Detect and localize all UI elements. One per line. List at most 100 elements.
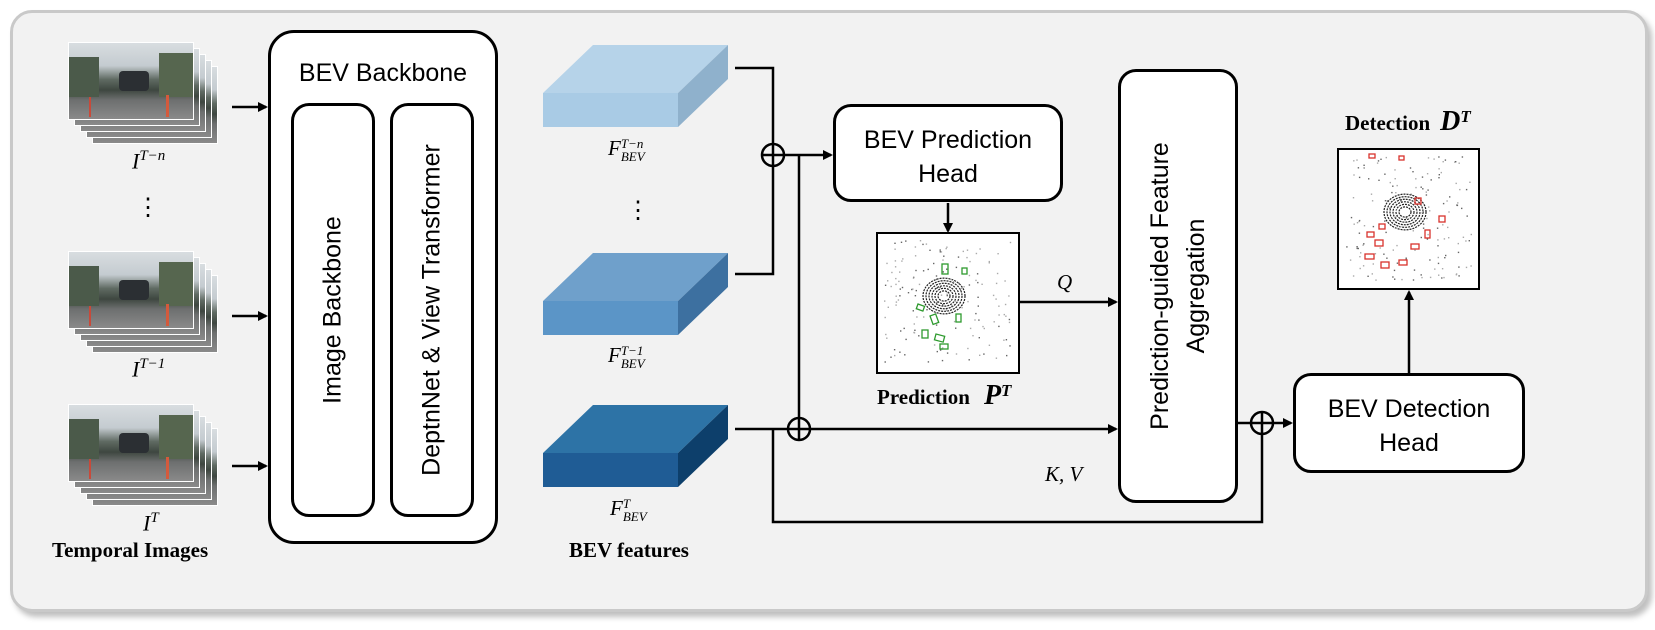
prediction-bev-map bbox=[876, 232, 1020, 374]
lidar-point bbox=[975, 252, 978, 255]
lidar-point bbox=[1386, 257, 1388, 259]
object-box bbox=[933, 333, 946, 343]
block-side-face bbox=[678, 45, 728, 127]
lidar-point bbox=[1389, 207, 1391, 209]
lidar-point bbox=[1442, 224, 1444, 226]
lidar-point bbox=[1455, 274, 1458, 276]
lidar-point bbox=[939, 251, 941, 253]
lidar-point bbox=[1008, 295, 1010, 297]
lidar-point bbox=[1004, 280, 1006, 282]
lidar-point bbox=[936, 350, 938, 353]
lidar-point bbox=[1392, 276, 1394, 278]
lidar-point bbox=[946, 292, 948, 294]
lidar-point bbox=[967, 300, 969, 303]
lidar-point bbox=[1362, 265, 1365, 267]
lidar-point bbox=[1003, 313, 1005, 316]
lidar-point bbox=[942, 271, 944, 273]
lidar-point bbox=[894, 266, 897, 268]
bev-feature-block bbox=[543, 405, 728, 487]
lidar-point bbox=[886, 262, 888, 265]
lidar-point bbox=[988, 260, 990, 263]
lidar-point bbox=[894, 242, 896, 244]
lidar-point bbox=[1442, 161, 1444, 163]
lidar-point bbox=[1008, 318, 1011, 321]
aggregation-line2: Aggregation bbox=[1182, 218, 1210, 354]
lidar-point bbox=[918, 283, 921, 286]
lidar-point bbox=[902, 258, 904, 260]
lidar-point bbox=[922, 270, 925, 272]
block-front-face bbox=[543, 301, 678, 335]
lidar-point bbox=[974, 319, 976, 321]
aggregation-line1: Prediction-guided Feature bbox=[1146, 142, 1174, 430]
lidar-point bbox=[1427, 157, 1430, 159]
lidar-point bbox=[1378, 179, 1380, 181]
lidar-point bbox=[918, 335, 920, 337]
lidar-point bbox=[1438, 174, 1440, 176]
lidar-point bbox=[1008, 321, 1011, 324]
skip-connection-line bbox=[771, 429, 1264, 524]
lidar-point bbox=[1368, 178, 1370, 180]
lidar-point bbox=[941, 359, 944, 362]
lidar-ring bbox=[937, 290, 951, 302]
lidar-point bbox=[926, 309, 928, 311]
lidar-ring bbox=[928, 282, 960, 310]
lidar-point bbox=[946, 352, 949, 354]
lidar-point bbox=[1006, 354, 1008, 357]
lidar-point bbox=[1429, 210, 1431, 212]
lidar-point bbox=[1440, 171, 1442, 174]
block-front-face bbox=[543, 453, 678, 487]
lidar-point bbox=[1395, 216, 1397, 218]
prediction-head-line1: BEV Prediction bbox=[863, 126, 1033, 154]
lidar-point bbox=[886, 337, 888, 339]
lidar-point bbox=[1415, 178, 1417, 180]
lidar-point bbox=[955, 353, 958, 355]
lidar-point bbox=[1438, 274, 1440, 276]
lidar-point bbox=[1438, 156, 1440, 158]
lidar-point bbox=[968, 284, 971, 286]
lidar-point bbox=[952, 281, 955, 283]
lidar-point bbox=[960, 287, 963, 289]
lidar-point bbox=[914, 329, 916, 331]
lidar-point bbox=[915, 289, 917, 292]
lidar-point bbox=[1352, 197, 1355, 199]
lidar-point bbox=[891, 271, 893, 274]
lidar-point bbox=[1413, 269, 1416, 271]
lidar-point bbox=[979, 354, 981, 356]
lidar-ring bbox=[925, 280, 963, 312]
lidar-point bbox=[966, 249, 969, 251]
lidar-point bbox=[1393, 269, 1396, 272]
lidar-point bbox=[1356, 159, 1358, 161]
temporal-ellipsis: ⋮ bbox=[136, 195, 160, 221]
lidar-point bbox=[1441, 277, 1443, 279]
lidar-point bbox=[1409, 167, 1412, 169]
lidar-point bbox=[1399, 198, 1401, 200]
lidar-point bbox=[998, 325, 1000, 328]
object-box bbox=[1438, 215, 1446, 223]
lidar-point bbox=[925, 243, 928, 245]
lidar-point bbox=[899, 288, 901, 290]
lidar-point bbox=[1386, 200, 1389, 202]
lidar-point bbox=[936, 301, 938, 304]
lidar-point bbox=[1363, 164, 1365, 166]
lidar-point bbox=[942, 304, 944, 306]
lidar-point bbox=[1356, 247, 1358, 250]
lidar-point bbox=[1461, 207, 1463, 210]
lidar-point bbox=[1415, 186, 1417, 189]
lidar-point bbox=[1444, 257, 1446, 259]
prediction-guided-aggregation-box: Prediction-guided Feature Aggregation bbox=[1118, 69, 1238, 503]
lidar-point bbox=[936, 278, 938, 281]
feature-ellipsis: ⋮ bbox=[626, 198, 650, 224]
lidar-point bbox=[1405, 217, 1407, 219]
lidar-point bbox=[967, 347, 969, 350]
lidar-point bbox=[1362, 244, 1364, 246]
object-box bbox=[1368, 153, 1376, 159]
lidar-point bbox=[895, 304, 897, 306]
lidar-point bbox=[1394, 178, 1396, 180]
lidar-point bbox=[975, 312, 977, 315]
lidar-point bbox=[1422, 211, 1424, 213]
lidar-point bbox=[1462, 236, 1465, 238]
lidar-point bbox=[933, 344, 936, 346]
object-box bbox=[1424, 229, 1431, 239]
